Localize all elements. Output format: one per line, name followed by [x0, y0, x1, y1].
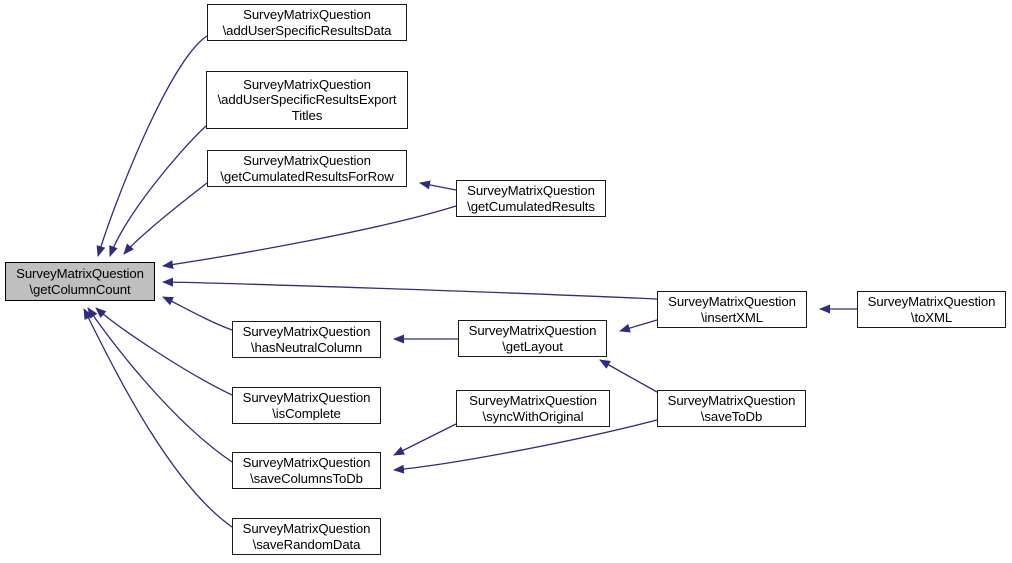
graph-node-addUserSpecificResultsData[interactable]: SurveyMatrixQuestion \addUserSpecificRes…: [207, 4, 407, 41]
graph-edge-syncWithOriginal-to-saveColumnsToDb: [393, 423, 457, 456]
graph-node-insertXML[interactable]: SurveyMatrixQuestion \insertXML: [657, 291, 807, 328]
graph-node-syncWithOriginal[interactable]: SurveyMatrixQuestion \syncWithOriginal: [456, 390, 610, 427]
graph-edge-getCumulatedResults-to-getColumnCount: [162, 205, 457, 269]
graph-node-label: SurveyMatrixQuestion \saveToDb: [667, 393, 796, 424]
graph-node-getLayout[interactable]: SurveyMatrixQuestion \getLayout: [458, 320, 607, 357]
graph-node-getColumnCount[interactable]: SurveyMatrixQuestion \getColumnCount: [5, 262, 155, 301]
graph-node-label: SurveyMatrixQuestion \addUserSpecificRes…: [222, 7, 392, 38]
graph-edge-hasNeutralColumn-to-getColumnCount: [162, 296, 233, 331]
graph-node-label: SurveyMatrixQuestion \getCumulatedResult…: [220, 153, 394, 184]
graph-node-label: SurveyMatrixQuestion \getLayout: [468, 323, 597, 354]
graph-node-label: SurveyMatrixQuestion \toXML: [867, 294, 996, 325]
graph-node-getCumulatedResults[interactable]: SurveyMatrixQuestion \getCumulatedResult…: [456, 180, 606, 217]
graph-node-toXML[interactable]: SurveyMatrixQuestion \toXML: [857, 291, 1006, 328]
graph-edge-insertXML-to-getLayout: [619, 319, 658, 333]
graph-edge-addUserSpecificResultsData-to-getColumnCount: [96, 35, 208, 257]
graph-edge-insertXML-to-getColumnCount: [162, 277, 658, 300]
graph-edge-addUserSpecificResultsExportTitles-to-getColumnCount: [109, 125, 207, 257]
graph-edge-isComplete-to-getColumnCount: [95, 307, 233, 396]
graph-edge-saveToDb-to-saveColumnsToDb: [393, 419, 658, 474]
graph-node-addUserSpecificResultsExportTitles[interactable]: SurveyMatrixQuestion \addUserSpecificRes…: [206, 71, 408, 129]
graph-node-isComplete[interactable]: SurveyMatrixQuestion \isComplete: [232, 387, 381, 424]
graph-node-label: SurveyMatrixQuestion \getCumulatedResult…: [467, 183, 595, 214]
graph-edge-saveToDb-to-getLayout: [599, 359, 658, 393]
graph-node-label: SurveyMatrixQuestion \getColumnCount: [16, 266, 144, 297]
graph-node-label: SurveyMatrixQuestion \saveColumnsToDb: [242, 455, 371, 486]
graph-node-label: SurveyMatrixQuestion \syncWithOriginal: [469, 393, 597, 424]
graph-edge-saveRandomData-to-getColumnCount: [83, 308, 233, 528]
graph-node-label: SurveyMatrixQuestion \isComplete: [242, 390, 371, 421]
graph-node-getCumulatedResultsForRow[interactable]: SurveyMatrixQuestion \getCumulatedResult…: [207, 150, 407, 187]
graph-edge-saveColumnsToDb-to-getColumnCount: [87, 307, 233, 463]
graph-node-label: SurveyMatrixQuestion \addUserSpecificRes…: [217, 76, 397, 123]
graph-edge-getCumulatedResults-to-getCumulatedResultsForRow: [419, 180, 457, 191]
graph-edge-getCumulatedResultsForRow-to-getColumnCount: [123, 182, 208, 255]
graph-node-saveColumnsToDb[interactable]: SurveyMatrixQuestion \saveColumnsToDb: [232, 452, 381, 489]
graph-node-saveRandomData[interactable]: SurveyMatrixQuestion \saveRandomData: [232, 518, 381, 555]
graph-node-label: SurveyMatrixQuestion \hasNeutralColumn: [242, 324, 371, 355]
graph-node-label: SurveyMatrixQuestion \insertXML: [668, 294, 796, 325]
graph-node-hasNeutralColumn[interactable]: SurveyMatrixQuestion \hasNeutralColumn: [232, 321, 381, 358]
graph-node-saveToDb[interactable]: SurveyMatrixQuestion \saveToDb: [657, 390, 806, 427]
graph-node-label: SurveyMatrixQuestion \saveRandomData: [242, 521, 371, 552]
